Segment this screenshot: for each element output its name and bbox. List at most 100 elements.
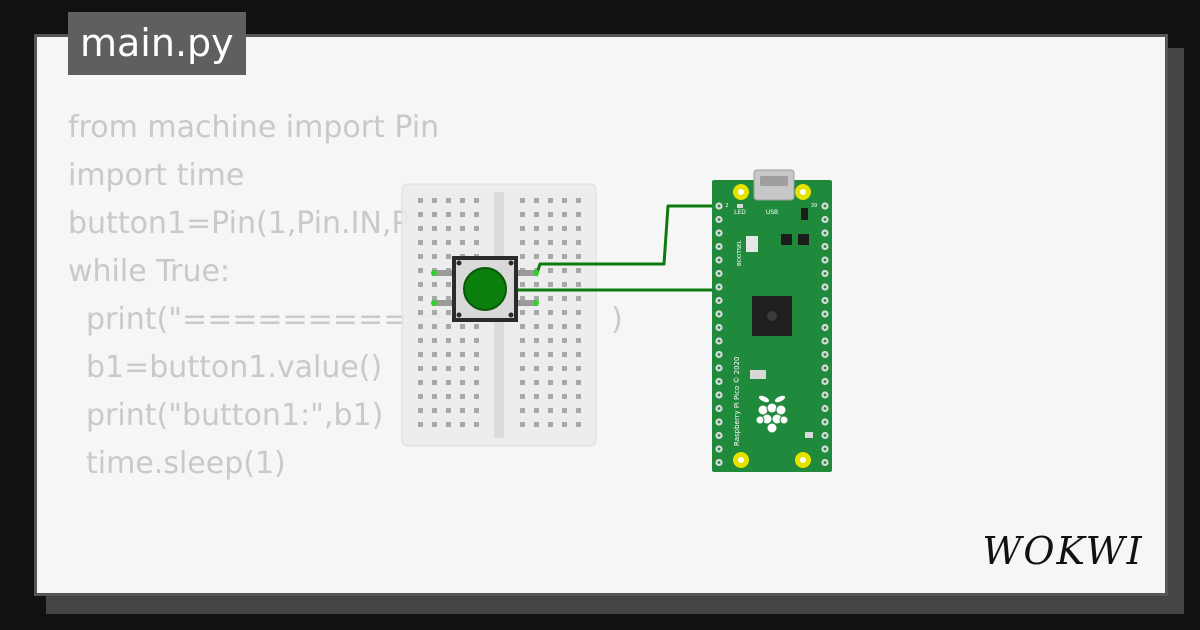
pico-pin-hole	[717, 204, 721, 208]
wokwi-logo: WOKWI	[982, 529, 1141, 573]
breadboard-hole	[562, 296, 567, 301]
breadboard-hole	[520, 366, 525, 371]
button-leg	[516, 270, 538, 276]
code-line: print("=========== )	[86, 302, 623, 337]
pico-pin-hole	[823, 204, 827, 208]
pin-marker	[431, 270, 437, 276]
pico-pin-hole	[823, 380, 827, 383]
breadboard-hole	[432, 352, 437, 357]
breadboard-hole	[460, 394, 465, 399]
breadboard-hole	[520, 422, 525, 427]
code-line: while True:	[68, 254, 231, 289]
raspberry-pi-pico[interactable]: LED USB 2 39 BOOTSEL Raspberry Pi Pico ©…	[712, 169, 832, 472]
project-card[interactable]	[34, 34, 1168, 596]
breadboard-hole	[562, 282, 567, 287]
code-line: button1=Pin(1,Pin.IN,P	[68, 206, 410, 241]
breadboard-hole	[432, 310, 437, 315]
breadboard-hole	[562, 338, 567, 343]
bootsel-button[interactable]	[746, 236, 758, 252]
breadboard-hole	[446, 366, 451, 371]
breadboard-hole	[474, 408, 479, 413]
breadboard-hole	[460, 338, 465, 343]
code-line: b1=button1.value()	[86, 350, 383, 385]
breadboard-hole	[520, 212, 525, 217]
breadboard-hole	[446, 338, 451, 343]
pico-pin-hole	[823, 434, 827, 437]
breadboard-hole	[418, 352, 423, 357]
breadboard-hole	[534, 366, 539, 371]
breadboard-hole	[548, 324, 553, 329]
breadboard-hole	[520, 282, 525, 287]
breadboard-hole	[474, 212, 479, 217]
breadboard-hole	[562, 240, 567, 245]
pico-pin-hole	[717, 380, 721, 383]
code-line: from machine import Pin	[68, 110, 440, 145]
breadboard-hole	[534, 282, 539, 287]
breadboard-hole	[562, 198, 567, 203]
breadboard-hole	[534, 352, 539, 357]
breadboard-hole	[576, 338, 581, 343]
breadboard-hole	[534, 310, 539, 315]
pico-pin-hole	[823, 393, 827, 397]
breadboard-hole	[562, 254, 567, 259]
breadboard-hole	[548, 240, 553, 245]
pico-pin-hole	[717, 218, 721, 221]
breadboard-hole	[432, 338, 437, 343]
breadboard-hole	[432, 254, 437, 259]
pico-pin-hole	[823, 339, 827, 343]
breadboard-hole	[548, 366, 553, 371]
breadboard-hole	[432, 324, 437, 329]
breadboard-hole	[474, 226, 479, 231]
pico-pin-hole	[717, 339, 721, 343]
breadboard-hole	[548, 198, 553, 203]
button-leg	[516, 300, 538, 306]
button-leg	[432, 270, 454, 276]
breadboard-hole	[474, 352, 479, 357]
breadboard-hole	[548, 408, 553, 413]
breadboard-hole	[418, 408, 423, 413]
breadboard-hole	[520, 380, 525, 385]
file-tab[interactable]: main.py	[68, 12, 246, 75]
breadboard-hole	[534, 408, 539, 413]
breadboard-hole	[562, 394, 567, 399]
breadboard-hole	[548, 380, 553, 385]
pico-pin-hole	[717, 447, 721, 451]
raspberry-logo-icon	[755, 394, 789, 434]
pico-pin-hole	[823, 258, 827, 262]
pico-pin-hole	[823, 272, 827, 275]
pin-number-label: 39	[811, 203, 817, 209]
breadboard-hole	[418, 282, 423, 287]
breadboard-hole	[534, 394, 539, 399]
pico-pin-hole	[717, 312, 721, 316]
wire-button-to-pico[interactable]	[534, 204, 722, 277]
breadboard-hole	[418, 380, 423, 385]
breadboard-hole	[576, 380, 581, 385]
pico-pin-hole	[717, 272, 721, 275]
breadboard-hole	[576, 226, 581, 231]
pico-pin-hole	[823, 231, 827, 235]
breadboard-hole	[548, 296, 553, 301]
breadboard-hole	[418, 366, 423, 371]
breadboard-hole	[548, 254, 553, 259]
breadboard-hole	[460, 422, 465, 427]
breadboard-hole	[432, 422, 437, 427]
breadboard-hole	[432, 380, 437, 385]
breadboard-hole	[562, 268, 567, 273]
breadboard-hole	[576, 324, 581, 329]
breadboard-hole	[534, 324, 539, 329]
breadboard-hole	[520, 240, 525, 245]
pico-pin-hole	[717, 461, 721, 464]
pushbutton[interactable]	[431, 256, 539, 322]
breadboard-hole	[446, 226, 451, 231]
breadboard-hole	[548, 338, 553, 343]
breadboard-hole	[418, 338, 423, 343]
breadboard-hole	[474, 422, 479, 427]
pico-pin-hole	[823, 245, 827, 248]
pico-pin-hole	[717, 407, 721, 410]
button-cap[interactable]	[463, 267, 507, 311]
pico-pin-hole	[717, 258, 721, 262]
breadboard-hole	[446, 422, 451, 427]
breadboard-hole	[418, 422, 423, 427]
pico-pin-hole	[717, 393, 721, 397]
breadboard-hole	[548, 352, 553, 357]
